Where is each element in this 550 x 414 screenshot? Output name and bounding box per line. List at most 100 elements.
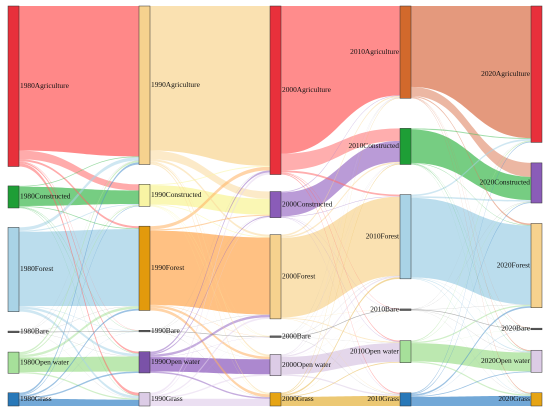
label-2000-bare: 2000Bare — [282, 331, 311, 340]
flow-2010-grass-to-2020-constructed — [411, 202, 531, 395]
flow-1980-constructed-to-1990-agriculture — [19, 156, 139, 187]
flow-2010-constructed-to-2020-forest — [411, 162, 531, 226]
label-2020-bare: 2020Bare — [501, 324, 530, 333]
flow-2000-forest-to-2010-grass — [281, 318, 400, 395]
flow-1980-constructed-to-1990-bare — [19, 206, 139, 331]
flow-1990-constructed-to-2000-forest — [150, 204, 270, 238]
flow-1980-forest-to-1990-bare — [19, 306, 139, 332]
node-2010-constructed — [399, 128, 412, 165]
flow-1990-forest-to-2000-bare — [150, 304, 270, 337]
label-2020-grass: 2020Grass — [498, 394, 530, 403]
node-1990-agriculture — [138, 5, 151, 165]
flow-2000-bare-to-2010-constructed — [281, 163, 400, 337]
flow-2000-agriculture-to-2010-grass — [281, 173, 400, 394]
flow-1980-open-water-to-1990-agriculture — [19, 160, 139, 354]
flow-2010-grass-to-2020-grass — [411, 395, 531, 406]
node-1980-forest — [7, 227, 20, 312]
flow-1990-bare-to-2000-open-water — [150, 331, 270, 360]
flow-2010-grass-to-2020-forest — [411, 306, 531, 396]
flow-1990-open-water-to-2000-agriculture — [150, 170, 270, 354]
node-1980-grass — [7, 392, 20, 407]
label-1990-forest: 1990Forest — [151, 263, 185, 272]
flow-1990-forest-to-2000-open-water — [150, 305, 270, 360]
flow-1980-open-water-to-1990-open-water — [19, 356, 139, 372]
flow-1990-constructed-to-2000-agriculture — [150, 165, 270, 186]
flow-1990-forest-to-2000-forest — [150, 230, 270, 315]
node-2010-grass — [399, 392, 412, 407]
flow-1980-forest-to-1990-forest — [19, 229, 139, 307]
label-1980-open-water: 1980Open water — [20, 357, 70, 366]
flow-2000-forest-to-2010-bare — [281, 309, 400, 318]
node-2000-forest — [269, 234, 282, 320]
flow-2010-open-water-to-2020-open-water — [411, 343, 531, 372]
flow-1990-forest-to-2000-grass — [150, 307, 270, 398]
node-2000-agriculture — [269, 5, 282, 175]
flow-2010-forest-to-2020-open-water — [411, 277, 531, 353]
flow-1980-grass-to-1990-grass — [19, 398, 139, 406]
node-2010-open-water — [399, 340, 412, 363]
flow-2010-constructed-to-2020-grass — [411, 164, 531, 394]
label-2000-constructed: 2000Constructed — [282, 199, 333, 208]
flow-2010-grass-to-2020-open-water — [411, 371, 531, 397]
label-2000-forest: 2000Forest — [282, 271, 316, 280]
flow-2000-grass-to-2010-open-water — [281, 361, 400, 397]
flow-1980-constructed-to-1990-grass — [19, 207, 139, 396]
flow-2010-agriculture-to-2020-constructed — [411, 86, 531, 177]
flow-2010-bare-to-2020-forest — [411, 304, 531, 310]
flow-1990-constructed-to-2000-grass — [150, 205, 270, 395]
flow-1990-constructed-to-2000-bare — [150, 205, 270, 337]
node-2020-open-water — [530, 349, 543, 373]
node-2020-bare — [530, 327, 543, 331]
label-1990-open-water: 1990Open water — [151, 357, 201, 366]
flow-1990-open-water-to-2000-grass — [150, 371, 270, 399]
flow-2010-bare-to-2020-constructed — [411, 201, 531, 310]
flow-2010-agriculture-to-2020-bare — [411, 97, 531, 329]
label-1980-grass: 1980Grass — [20, 394, 52, 403]
node-2010-bare — [399, 308, 412, 311]
label-2010-forest: 2010Forest — [366, 231, 400, 240]
label-1990-agriculture: 1990Agriculture — [151, 80, 201, 89]
label-2020-open-water: 2020Open water — [481, 356, 531, 365]
flow-1990-agriculture-to-2000-agriculture — [150, 6, 270, 166]
flow-1980-bare-to-1990-open-water — [19, 332, 139, 357]
flow-2010-constructed-to-2020-agriculture — [411, 128, 531, 139]
flow-2010-bare-to-2020-open-water — [411, 310, 531, 353]
label-2000-agriculture: 2000Agriculture — [282, 85, 332, 94]
label-1990-constructed: 1990Constructed — [151, 190, 202, 199]
node-2020-agriculture — [530, 5, 543, 143]
stage-nodes — [7, 5, 543, 407]
flow-2000-open-water-to-2010-open-water — [281, 342, 400, 375]
flow-1980-grass-to-1990-constructed — [19, 205, 139, 396]
flow-1980-constructed-to-1990-forest — [19, 205, 139, 230]
flow-2000-agriculture-to-2010-bare — [281, 172, 400, 310]
label-2010-constructed: 2010Constructed — [349, 141, 400, 150]
flow-2010-forest-to-2020-constructed — [411, 196, 531, 202]
label-1980-agriculture: 1980Agriculture — [20, 81, 70, 90]
flow-1990-grass-to-2000-grass — [150, 398, 270, 406]
flow-1980-agriculture-to-1990-forest — [19, 159, 139, 229]
flow-1990-open-water-to-2000-constructed — [150, 215, 270, 355]
node-2020-grass — [530, 392, 543, 407]
flow-2000-forest-to-2010-constructed — [281, 161, 400, 238]
flow-1990-grass-to-2000-open-water — [150, 374, 270, 399]
flow-2010-agriculture-to-2020-open-water — [411, 97, 531, 352]
flow-1990-grass-to-2000-constructed — [150, 216, 270, 396]
flow-1980-bare-to-1990-bare — [19, 331, 139, 333]
flow-1980-grass-to-1990-open-water — [19, 371, 139, 399]
flow-1980-grass-to-1990-forest — [19, 308, 139, 398]
flow-1980-bare-to-1990-agriculture — [19, 160, 139, 332]
flow-2000-grass-to-2010-grass — [281, 395, 400, 406]
node-2010-agriculture — [399, 5, 412, 99]
flow-2000-agriculture-to-2010-open-water — [281, 172, 400, 342]
flow-1980-open-water-to-1990-constructed — [19, 204, 139, 355]
flow-2010-forest-to-2020-agriculture — [411, 138, 531, 197]
flow-1990-agriculture-to-2000-forest — [150, 159, 270, 237]
node-2010-forest — [399, 194, 412, 280]
node-1980-open-water — [7, 351, 20, 374]
node-1990-forest — [138, 225, 151, 311]
flow-2010-agriculture-to-2020-grass — [411, 97, 531, 394]
flow-1990-bare-to-2000-bare — [150, 330, 270, 338]
label-2000-open-water: 2000Open water — [282, 360, 332, 369]
flow-2000-bare-to-2010-agriculture — [281, 97, 400, 337]
flow-1980-bare-to-1990-constructed — [19, 204, 139, 332]
